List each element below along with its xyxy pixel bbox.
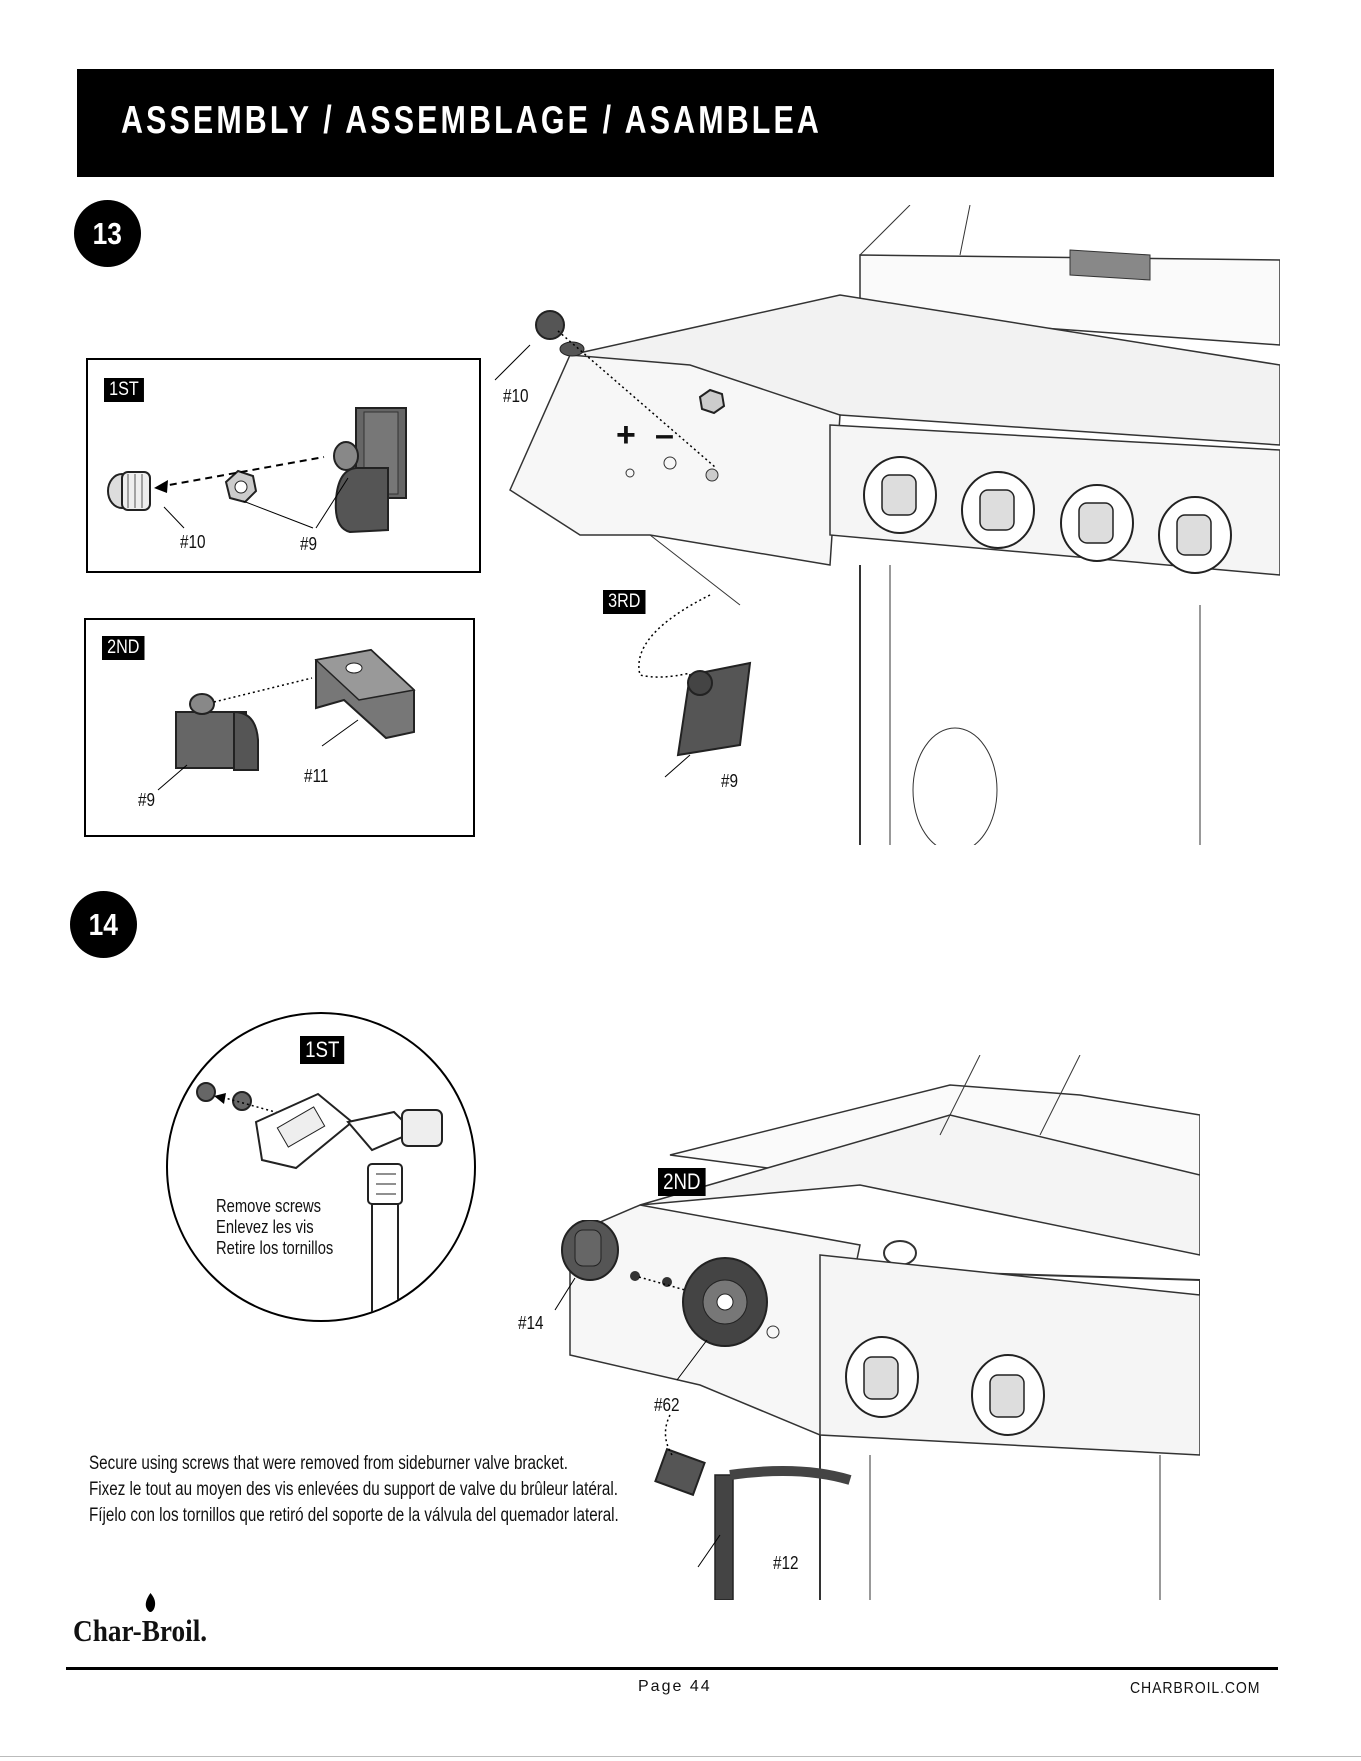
part-label: #14 bbox=[518, 1313, 544, 1333]
grill-side-panel-illustration bbox=[494, 205, 1280, 845]
part-label: #10 bbox=[503, 386, 529, 406]
footer-divider bbox=[66, 1667, 1278, 1670]
website-url: CHARBROIL.COM bbox=[1130, 1680, 1261, 1697]
igniter-button-illustration bbox=[107, 407, 407, 534]
flame-icon bbox=[145, 1593, 156, 1612]
step-tag: 2ND bbox=[658, 1168, 706, 1196]
step-tag: 1ST bbox=[300, 1036, 345, 1064]
step-tag: 3RD bbox=[603, 590, 646, 614]
part-label: #12 bbox=[773, 1553, 799, 1573]
remove-screws-caption: Remove screws Enlevez les vis Retire los… bbox=[216, 1196, 334, 1258]
step-tag: 1ST bbox=[104, 378, 144, 402]
part-label: #11 bbox=[304, 766, 329, 786]
page-number: Page 44 bbox=[638, 1678, 712, 1695]
part-label: #9 bbox=[138, 790, 156, 810]
part-label: #10 bbox=[180, 532, 206, 552]
step-13-badge: 13 bbox=[74, 200, 141, 267]
page-edge bbox=[0, 1756, 1361, 1757]
step-tag: 2ND bbox=[102, 636, 145, 660]
valve-screws-illustration bbox=[196, 1082, 443, 1320]
page-header: ASSEMBLY / ASSEMBLAGE / ASAMBLEA bbox=[77, 69, 1274, 177]
step13-panel-2nd: 2ND #9 #11 bbox=[84, 618, 475, 837]
step-14-badge: 14 bbox=[70, 891, 137, 958]
brand-logo: Char-Broil. bbox=[73, 1593, 207, 1649]
part-label: #9 bbox=[721, 771, 739, 791]
step14-detail-callout: 1ST Remove screws Enlevez les vis Retire… bbox=[166, 1012, 476, 1322]
part-label: #9 bbox=[300, 534, 318, 554]
knob-bezel-illustration bbox=[554, 1220, 780, 1381]
instructions-text: Secure using screws that were removed fr… bbox=[89, 1453, 619, 1526]
step13-panel-1st: 1ST #10 #9 bbox=[86, 358, 481, 573]
positive-symbol: + bbox=[616, 416, 636, 454]
part-label: #62 bbox=[654, 1395, 680, 1415]
igniter-bracket-illustration bbox=[157, 648, 416, 791]
page-title: ASSEMBLY / ASSEMBLAGE / ASAMBLEA bbox=[121, 99, 823, 142]
negative-symbol: – bbox=[655, 416, 674, 454]
